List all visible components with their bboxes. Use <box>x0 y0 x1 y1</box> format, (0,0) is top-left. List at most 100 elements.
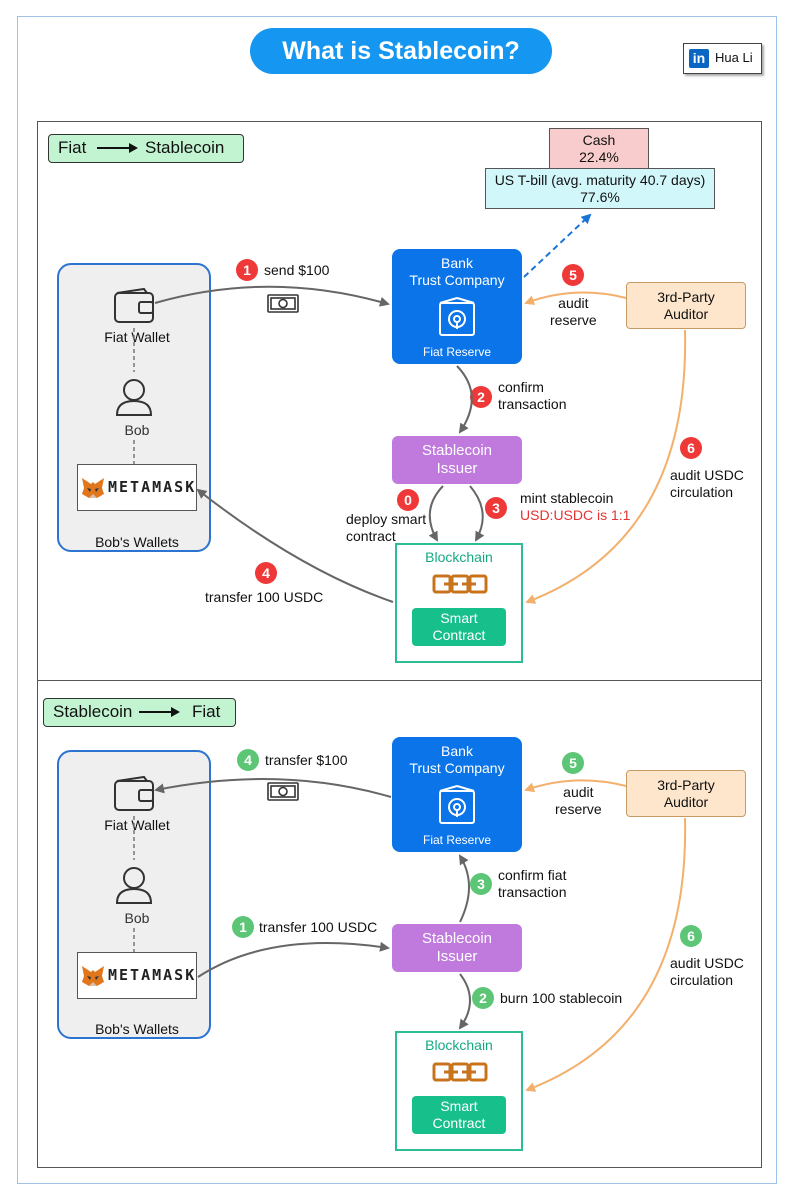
top-bank-line1: Bank <box>441 255 473 271</box>
bottom-auditor-line1: 3rd-Party <box>657 777 715 793</box>
top-arrow-audit-circulation <box>525 329 687 604</box>
tbill-percent: 77.6% <box>580 189 620 205</box>
top-step-1-badge: 1 <box>236 259 258 281</box>
bottom-wallets-label: Bob's Wallets <box>95 1021 179 1037</box>
bottom-bank-line1: Bank <box>441 743 473 759</box>
top-arrow-reserve-allocation <box>523 213 592 278</box>
bottom-step-5-badge: 5 <box>562 752 584 774</box>
metamask-fox-icon <box>82 478 104 498</box>
bottom-wallet-icon <box>114 775 154 811</box>
top-step-3-badge: 3 <box>485 497 507 519</box>
top-step-5-line2: reserve <box>550 312 597 328</box>
top-auditor-line2: Auditor <box>663 306 709 322</box>
bottom-arrow-audit-circulation <box>525 817 687 1092</box>
bottom-bank-line2: Trust Company <box>409 760 505 776</box>
bottom-step-5-line2: reserve <box>555 801 602 817</box>
top-issuer-line2: Issuer <box>436 460 478 477</box>
top-vault-icon <box>439 297 475 336</box>
top-step-4-badge: 4 <box>255 562 277 584</box>
top-step-5-line1: audit <box>558 295 589 311</box>
top-arrow-send-100 <box>154 285 390 307</box>
bottom-smart-line1: Smart <box>440 1098 478 1114</box>
bottom-auditor-line2: Auditor <box>663 794 709 810</box>
author-badge[interactable]: in Hua Li <box>683 43 762 74</box>
top-wallet-icon <box>114 287 154 323</box>
bottom-step-1-badge: 1 <box>232 916 254 938</box>
top-flow-tag: Fiat Stablecoin <box>48 134 244 163</box>
panel-stablecoin-to-fiat <box>37 680 762 1168</box>
top-step-2-badge: 2 <box>470 386 492 408</box>
author-name: Hua Li <box>715 50 753 65</box>
top-tag-arrow-icon <box>97 143 138 153</box>
metamask-fox-icon <box>82 966 104 986</box>
outer-frame <box>17 16 777 1184</box>
bottom-step-6-line2: circulation <box>670 972 734 988</box>
top-metamask-wallet[interactable]: METAMASK <box>77 464 197 511</box>
bottom-metamask-label: METAMASK <box>108 966 197 984</box>
bottom-blockchain-label: Blockchain <box>425 1037 493 1053</box>
bottom-smart-line2: Contract <box>432 1115 486 1131</box>
bottom-step-3-badge: 3 <box>470 873 492 895</box>
bottom-step-5-line1: audit <box>563 784 594 800</box>
top-step-1-text: send $100 <box>264 262 330 278</box>
tbill-label: US T-bill (avg. maturity 40.7 days) <box>494 172 706 188</box>
top-arrow-deploy <box>428 485 444 542</box>
bottom-step-2-badge: 2 <box>472 987 494 1009</box>
page-title: What is Stablecoin? <box>250 28 552 74</box>
top-step-6-line1: audit USDC <box>670 467 744 483</box>
bottom-issuer-line2: Issuer <box>436 948 478 965</box>
bottom-chain-link-icon <box>432 1062 488 1082</box>
top-fiat-reserve-label: Fiat Reserve <box>422 345 492 359</box>
bottom-tag-arrow-icon <box>139 707 180 717</box>
top-step-4-text: transfer 100 USDC <box>205 589 324 605</box>
top-step-0-badge: 0 <box>397 489 419 511</box>
top-auditor-line1: 3rd-Party <box>657 289 715 305</box>
bottom-step-3-line1: confirm fiat <box>498 867 567 883</box>
top-issuer-line1: Stablecoin <box>421 442 493 459</box>
top-step-0-line2: contract <box>346 528 396 544</box>
top-tag-left: Fiat <box>58 138 87 157</box>
bottom-step-6-line1: audit USDC <box>670 955 744 971</box>
top-step-6-line2: circulation <box>670 484 734 500</box>
bottom-tag-right: Fiat <box>192 702 221 721</box>
top-smart-line1: Smart <box>440 610 478 626</box>
top-arrow-mint <box>469 485 485 542</box>
bottom-step-4-text: transfer $100 <box>265 752 348 768</box>
top-user-icon <box>115 379 153 416</box>
reserve-tbill-box: US T-bill (avg. maturity 40.7 days) 77.6… <box>485 168 715 209</box>
top-step-6-badge: 6 <box>680 437 702 459</box>
bottom-arrow-transfer-usdc <box>197 941 390 978</box>
top-step-2-line1: confirm <box>498 379 544 395</box>
bottom-metamask-wallet[interactable]: METAMASK <box>77 952 197 999</box>
top-arrow-transfer-usdc <box>196 488 394 603</box>
linkedin-icon: in <box>689 49 709 68</box>
bottom-step-4-badge: 4 <box>237 749 259 771</box>
top-fiat-wallet-label: Fiat Wallet <box>104 329 170 345</box>
top-blockchain-label: Blockchain <box>425 549 493 565</box>
top-wallets-label: Bob's Wallets <box>95 534 179 550</box>
bottom-tag-left: Stablecoin <box>53 702 133 721</box>
bottom-fiat-wallet-label: Fiat Wallet <box>104 817 170 833</box>
top-cash-icon <box>267 294 299 313</box>
bottom-user-label: Bob <box>124 910 150 926</box>
bottom-step-6-badge: 6 <box>680 925 702 947</box>
bottom-arrow-confirm-fiat <box>458 854 470 923</box>
cash-label: Cash <box>582 132 616 148</box>
